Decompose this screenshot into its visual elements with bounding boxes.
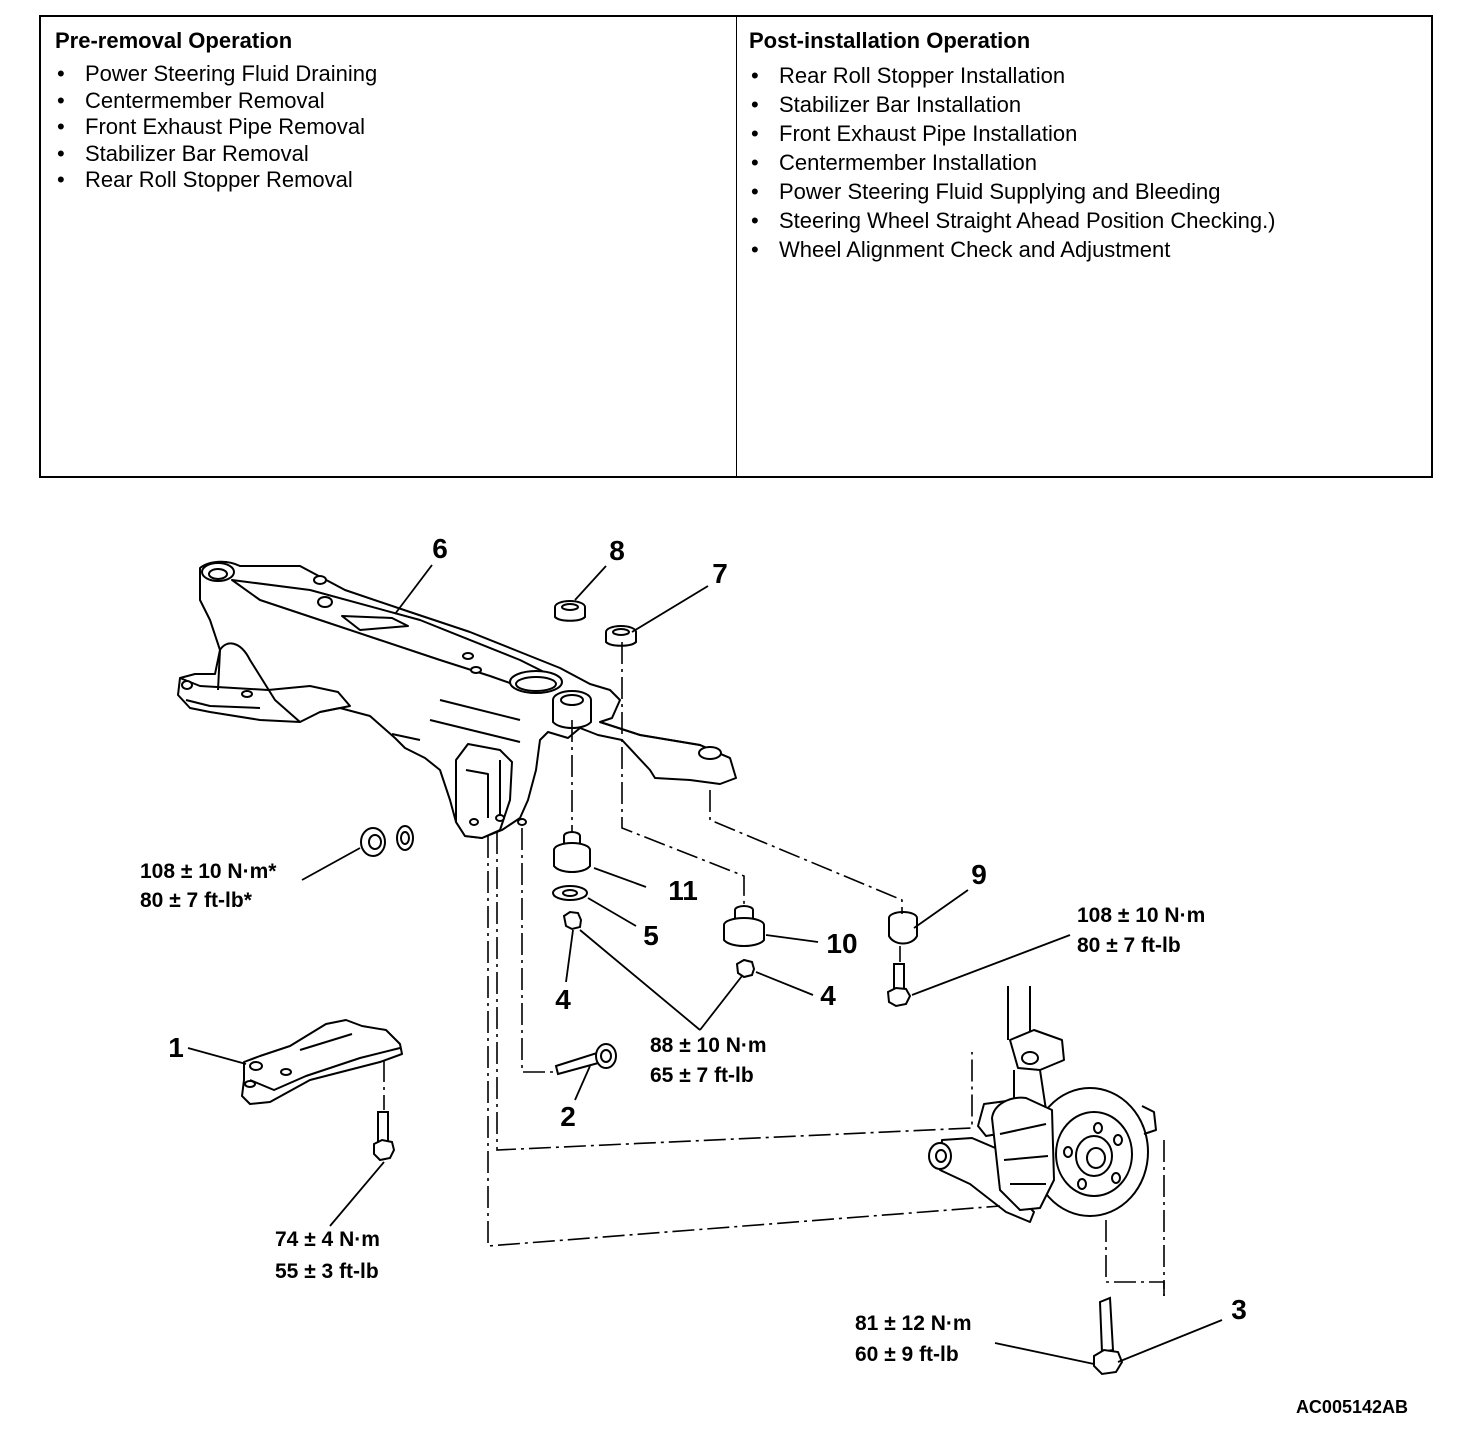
pre-removal-list: Power Steering Fluid Draining Centermemb… (55, 61, 377, 194)
callout-11: 11 (668, 875, 698, 906)
exploded-view-diagram: 6 8 7 11 5 10 9 4 4 1 2 3 108 ± 10 N·m* … (140, 533, 1408, 1417)
part-1-bracket (241, 1019, 403, 1105)
torque-nm: 81 ± 12 N·m (855, 1312, 972, 1335)
list-item: Power Steering Fluid Draining (55, 61, 377, 88)
part-11-bushing (553, 831, 591, 873)
callout-10: 10 (826, 928, 857, 959)
list-item: Steering Wheel Straight Ahead Position C… (749, 206, 1276, 235)
centermember-drawing (177, 560, 737, 839)
callout-8: 8 (609, 535, 625, 566)
callout-4-right: 4 (820, 980, 836, 1011)
list-item: Centermember Removal (55, 88, 377, 115)
torque-ftlb: 80 ± 7 ft-lb* (140, 889, 253, 912)
list-item: Rear Roll Stopper Installation (749, 61, 1276, 90)
callout-6: 6 (432, 533, 448, 564)
list-item: Front Exhaust Pipe Removal (55, 114, 377, 141)
part-4-nut-right (735, 958, 756, 979)
torque-ftlb: 60 ± 9 ft-lb (855, 1343, 959, 1366)
torque-nm: 108 ± 10 N·m (1077, 904, 1205, 927)
torque-nm: 74 ± 4 N·m (275, 1228, 380, 1251)
bolt-74nm (373, 1111, 396, 1162)
callout-5: 5 (643, 920, 659, 951)
part-5-washer (552, 885, 588, 901)
operations-table: Pre-removal Operation Power Steering Flu… (39, 15, 1433, 478)
torque-nm: 108 ± 10 N·m* (140, 860, 277, 883)
torque-specs: 108 ± 10 N·m* 80 ± 7 ft-lb* 108 ± 10 N·m… (140, 860, 1205, 1366)
callout-9: 9 (971, 859, 987, 890)
knuckle-hub-assembly (928, 986, 1157, 1223)
torque-ftlb: 55 ± 3 ft-lb (275, 1260, 379, 1283)
list-item: Wheel Alignment Check and Adjustment (749, 235, 1276, 264)
part-9-bushing (888, 911, 918, 945)
post-installation-list: Rear Roll Stopper Installation Stabilize… (749, 61, 1276, 264)
callout-3: 3 (1231, 1294, 1247, 1325)
callout-numbers: 6 8 7 11 5 10 9 4 4 1 2 3 (168, 533, 1247, 1325)
nut-and-washer-108nm (360, 825, 414, 857)
torque-ftlb: 80 ± 7 ft-lb (1077, 934, 1181, 957)
pre-removal-column: Pre-removal Operation Power Steering Flu… (41, 17, 737, 476)
torque-nm: 88 ± 10 N·m (650, 1034, 767, 1057)
list-item: Front Exhaust Pipe Installation (749, 119, 1276, 148)
post-installation-heading: Post-installation Operation (749, 28, 1031, 53)
torque-ftlb: 65 ± 7 ft-lb (650, 1064, 754, 1087)
callout-7: 7 (712, 558, 728, 589)
list-item: Power Steering Fluid Supplying and Bleed… (749, 177, 1276, 206)
bolt-108nm-right (886, 963, 912, 1008)
part-10-bushing (723, 905, 765, 947)
pre-removal-heading: Pre-removal Operation (55, 28, 293, 53)
callout-2: 2 (560, 1101, 576, 1132)
figure-code: AC005142AB (1296, 1397, 1408, 1417)
assembly-reference-lines (383, 642, 1165, 1296)
part-8-bushing-cap (554, 600, 586, 622)
part-7-bushing-cap (605, 625, 637, 647)
callout-1: 1 (168, 1032, 184, 1063)
leader-lines (187, 564, 1223, 1365)
list-item: Stabilizer Bar Installation (749, 90, 1276, 119)
list-item: Rear Roll Stopper Removal (55, 167, 377, 194)
callout-4-left: 4 (555, 984, 571, 1015)
part-4-nut-left (562, 910, 583, 931)
part-3-bolt (1093, 1296, 1124, 1376)
list-item: Centermember Installation (749, 148, 1276, 177)
list-item: Stabilizer Bar Removal (55, 141, 377, 168)
post-installation-column: Post-installation Operation Rear Roll St… (737, 17, 1431, 476)
part-2-bolt (554, 1043, 617, 1076)
